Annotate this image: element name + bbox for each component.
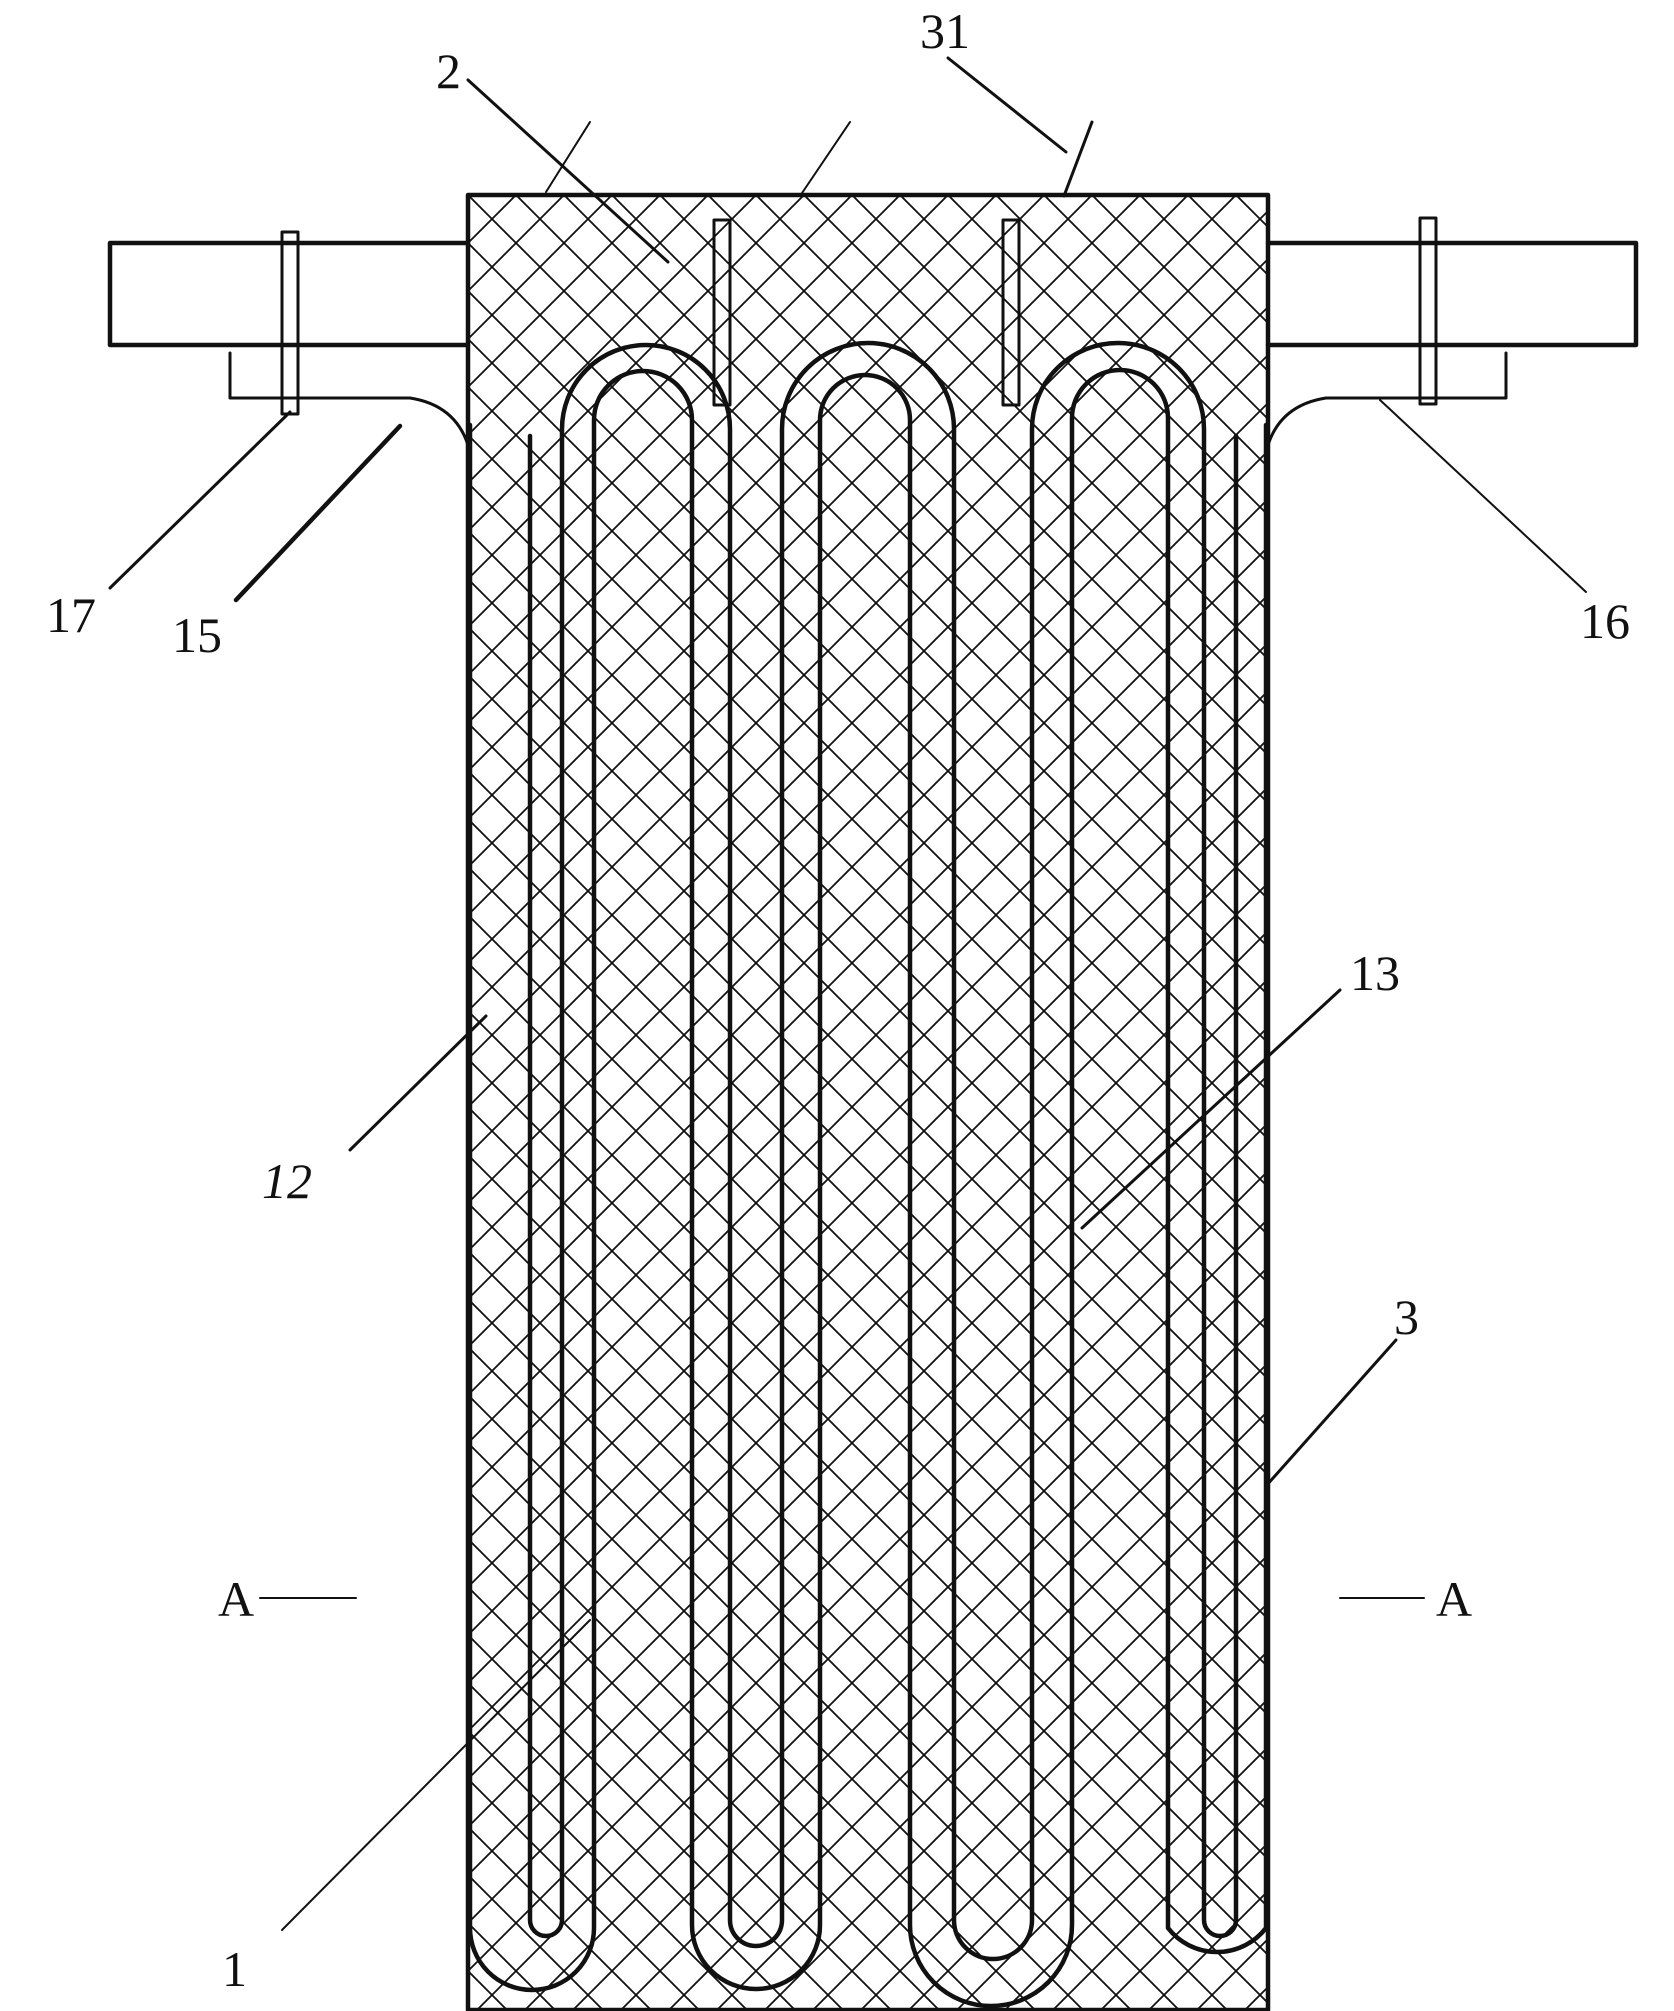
clamp-right [1418,216,1438,406]
label-17: 17 [46,587,96,643]
section-label-left: A [218,1571,254,1627]
label-12: 12 [262,1153,312,1209]
serpentine-tube [468,340,1268,2009]
reference-labels: 31 2 17 15 16 13 12 3 1 A A [46,3,1630,1997]
label-31: 31 [920,3,970,59]
section-label-right: A [1436,1571,1472,1627]
outlet-stubs [228,351,1508,447]
connector-tubes [712,218,1021,407]
label-16: 16 [1580,593,1630,649]
label-15: 15 [172,607,222,663]
label-1: 1 [222,1941,247,1997]
label-13: 13 [1350,945,1400,1001]
mesh-panel [465,192,1271,2011]
header-pipe [107,240,1639,348]
leader-lines [108,56,1587,1931]
label-3: 3 [1394,1289,1419,1345]
label-2: 2 [436,43,461,99]
clamp-left [280,230,300,416]
